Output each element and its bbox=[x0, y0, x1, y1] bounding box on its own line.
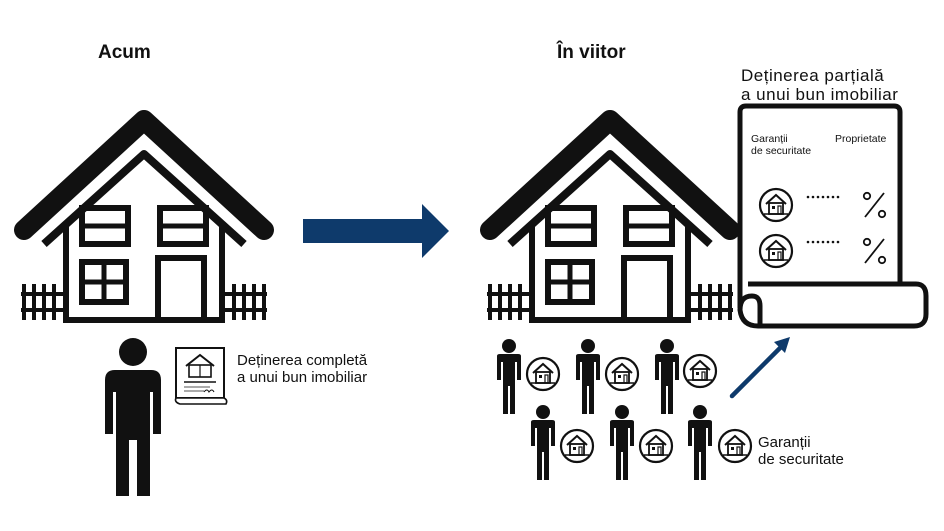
person-icon bbox=[576, 339, 600, 414]
scroll-title: Deținerea parțială a unui bun imobiliar bbox=[741, 66, 898, 104]
column-securities-line1: Garanții bbox=[751, 133, 788, 145]
scroll-title-line1: Deținerea parțială bbox=[741, 66, 885, 85]
heading-future: În viitor bbox=[557, 42, 626, 63]
token-icon-row2 bbox=[758, 233, 794, 269]
document-icon bbox=[174, 347, 228, 405]
house-icon-now bbox=[21, 120, 267, 320]
dots-row1 bbox=[806, 195, 840, 199]
full-ownership-label: Deținerea completă a unui bun imobiliar bbox=[237, 352, 367, 386]
person-icon bbox=[610, 405, 634, 480]
investor-group bbox=[497, 339, 753, 480]
person-icon-owner bbox=[105, 338, 161, 496]
token-icon bbox=[604, 356, 640, 392]
column-securities-line2: de securitate bbox=[751, 145, 812, 157]
securities-label: Garanții de securitate bbox=[758, 434, 844, 468]
person-icon bbox=[497, 339, 521, 414]
person-icon bbox=[655, 339, 679, 414]
house-icon-future bbox=[487, 120, 733, 320]
arrow-up-icon bbox=[729, 337, 790, 399]
token-icon bbox=[559, 428, 595, 464]
column-securities: Garanții de securitate bbox=[751, 133, 811, 157]
token-icon bbox=[525, 356, 561, 392]
token-icon-row1 bbox=[758, 187, 794, 223]
person-icon bbox=[688, 405, 712, 480]
arrow-right-icon bbox=[303, 204, 449, 258]
dots-row2 bbox=[806, 240, 840, 244]
scroll-title-line2: a unui bun imobiliar bbox=[741, 85, 899, 104]
full-ownership-line2: a unui bun imobiliar bbox=[237, 369, 368, 386]
token-icon bbox=[638, 428, 674, 464]
column-property: Proprietate bbox=[835, 133, 887, 145]
token-icon bbox=[682, 353, 718, 389]
person-icon bbox=[531, 405, 555, 480]
percent-icon-row1 bbox=[862, 191, 887, 219]
percent-icon-row2 bbox=[862, 237, 887, 265]
securities-label-line1: Garanții bbox=[758, 434, 811, 451]
token-icon bbox=[717, 428, 753, 464]
heading-now: Acum bbox=[98, 42, 151, 63]
securities-label-line2: de securitate bbox=[758, 451, 844, 468]
scroll-icon bbox=[737, 103, 929, 329]
full-ownership-line1: Deținerea completă bbox=[237, 352, 368, 369]
